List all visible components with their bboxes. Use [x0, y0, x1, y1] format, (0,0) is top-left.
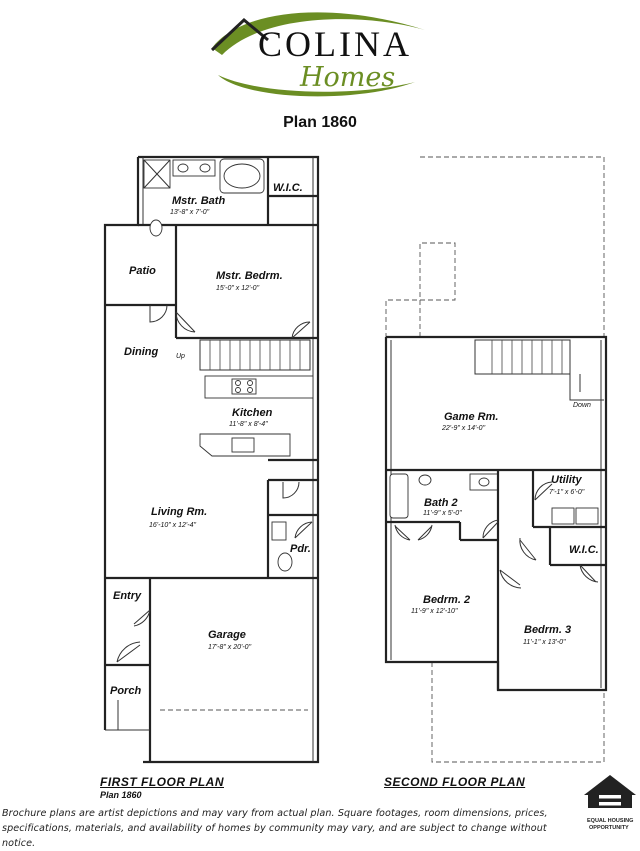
room-label-kitchen: Kitchen: [232, 407, 273, 419]
second-floor-title: SECOND FLOOR PLAN: [384, 775, 526, 789]
room-dims-bedrm-3: 11'-1" x 13'-0": [523, 639, 566, 646]
room-dims-game-rm: 22'-9" x 14'-0": [441, 425, 486, 432]
first-floor-plan: [103, 155, 320, 764]
room-label-bath-2: Bath 2: [424, 497, 458, 509]
room-label-utility: Utility: [551, 474, 582, 486]
stairs-down-label: Down: [573, 402, 591, 409]
room-label-pdr: Pdr.: [290, 543, 311, 555]
first-floor-subtitle: Plan 1860: [100, 790, 142, 800]
brand-logo: COLINA Homes: [210, 12, 425, 97]
room-label-dining: Dining: [124, 346, 158, 358]
room-label-garage: Garage: [208, 629, 246, 641]
room-dims-bedrm-2: 11'-9" x 12'-10": [411, 608, 458, 615]
room-dims-kitchen: 11'-8" x 8'-4": [229, 421, 268, 428]
room-label-bedrm-2: Bedrm. 2: [423, 594, 470, 606]
room-label-living-rm: Living Rm.: [151, 506, 207, 518]
disclaimer-text: Brochure plans are artist depictions and…: [2, 808, 548, 849]
room-label-porch: Porch: [110, 685, 141, 697]
equal-housing-text-2: OPPORTUNITY: [589, 825, 629, 831]
room-label-wic-1: W.I.C.: [273, 182, 303, 194]
first-floor-title: FIRST FLOOR PLAN: [100, 775, 224, 789]
room-label-entry: Entry: [113, 590, 142, 602]
room-label-patio: Patio: [129, 265, 156, 277]
brand-name: COLINA: [258, 24, 412, 64]
brand-tagline: Homes: [299, 62, 395, 93]
room-label-wic-2: W.I.C.: [569, 544, 599, 556]
room-label-game-rm: Game Rm.: [444, 411, 498, 423]
logo-roof-icon: [210, 17, 269, 52]
room-dims-bath-2: 11'-9" x 5'-0": [423, 510, 462, 517]
room-dims-garage: 17'-8" x 20'-0": [208, 644, 252, 651]
room-dims-mstr-bedrm: 15'-0" x 12'-0": [216, 285, 260, 292]
room-dims-living-rm: 16'-10" x 12'-4": [149, 522, 196, 529]
plan-name: Plan 1860: [283, 114, 357, 131]
logo-swoosh: [212, 12, 425, 55]
room-label-mstr-bedrm: Mstr. Bedrm.: [216, 270, 283, 282]
stairs-up-label: Up: [176, 353, 185, 360]
room-label-bedrm-3: Bedrm. 3: [524, 624, 571, 636]
logo-underline-swoosh: [218, 75, 415, 97]
room-dims-mstr-bath: 13'-8" x 7'-0": [170, 209, 210, 216]
equal-housing-text-1: EQUAL HOUSING: [587, 818, 633, 824]
room-label-mstr-bath: Mstr. Bath: [172, 195, 225, 207]
equal-housing-icon: EQUAL HOUSING OPPORTUNITY: [584, 775, 636, 831]
room-dims-utility: 7'-1" x 6'-0": [549, 489, 585, 496]
second-floor-plan: [384, 156, 608, 763]
